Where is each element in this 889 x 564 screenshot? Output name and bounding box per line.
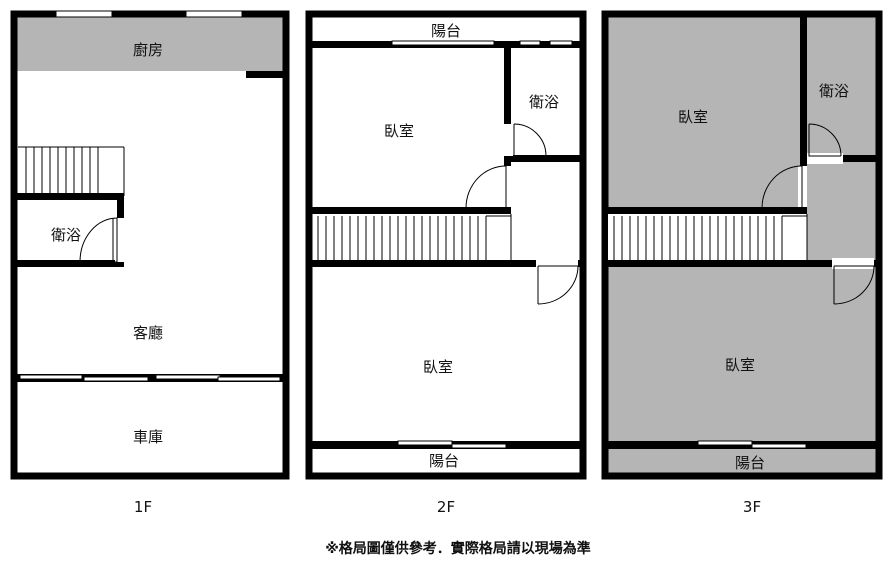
- door-arc: [79, 217, 118, 263]
- room-label-bath: 衛浴: [529, 93, 559, 111]
- room-label-balcony-bottom: 陽台: [735, 454, 765, 472]
- balcony-area: [608, 449, 877, 474]
- floor-label-2f: 2F: [437, 498, 455, 516]
- floor-3f-outer-wall: [601, 10, 883, 480]
- staircase: [613, 214, 808, 260]
- room-label-bedroom-bottom: 臥室: [725, 356, 755, 374]
- disclaimer-note: ※格局圖僅供參考．實際格局請以現場為準: [325, 540, 591, 557]
- floor-1f: 廚房 衛浴 客廳 車庫 1F: [10, 10, 290, 516]
- floor-3f: 臥室 衛浴 臥室 陽台 3F: [601, 10, 883, 516]
- room-label-bath: 衛浴: [51, 226, 81, 244]
- floor-2f: 陽台 臥室 衛浴 臥室 陽台 2F: [305, 10, 587, 516]
- floor-label-1f: 1F: [134, 498, 152, 516]
- kitchen-area: [16, 16, 284, 71]
- bath-area: [807, 16, 877, 155]
- floor-2f-outer-wall: [305, 10, 587, 480]
- hall-area: [807, 162, 877, 261]
- wall: [309, 260, 583, 267]
- window: [185, 10, 243, 18]
- window: [55, 10, 113, 18]
- bedroom-bottom-area: [608, 267, 877, 441]
- window: [391, 40, 495, 46]
- wall: [14, 193, 124, 200]
- staircase: [317, 214, 512, 260]
- wall: [605, 207, 807, 214]
- door-swing: [80, 218, 118, 263]
- floor-label-3f: 3F: [743, 498, 761, 516]
- room-label-balcony-bottom: 陽台: [429, 452, 459, 470]
- wall: [800, 14, 807, 214]
- room-label-garage: 車庫: [133, 428, 163, 446]
- wall: [14, 260, 124, 267]
- room-label-bath: 衛浴: [819, 82, 849, 100]
- staircase: [18, 146, 125, 196]
- door-opening: [115, 218, 124, 262]
- room-label-living: 客廳: [133, 324, 163, 342]
- wall: [511, 155, 583, 162]
- floor-1f-outer-wall: [10, 10, 290, 480]
- room-label-balcony-top: 陽台: [431, 22, 461, 40]
- wall: [14, 374, 286, 382]
- kitchen-counter: [246, 71, 286, 78]
- wall: [309, 207, 511, 214]
- wall: [605, 260, 879, 267]
- room-label-bedroom-bottom: 臥室: [423, 358, 453, 376]
- room-label-kitchen: 廚房: [133, 41, 163, 59]
- room-label-bedroom-top: 臥室: [384, 122, 414, 140]
- room-label-bedroom-top: 臥室: [678, 108, 708, 126]
- bedroom-top-area: [608, 16, 800, 209]
